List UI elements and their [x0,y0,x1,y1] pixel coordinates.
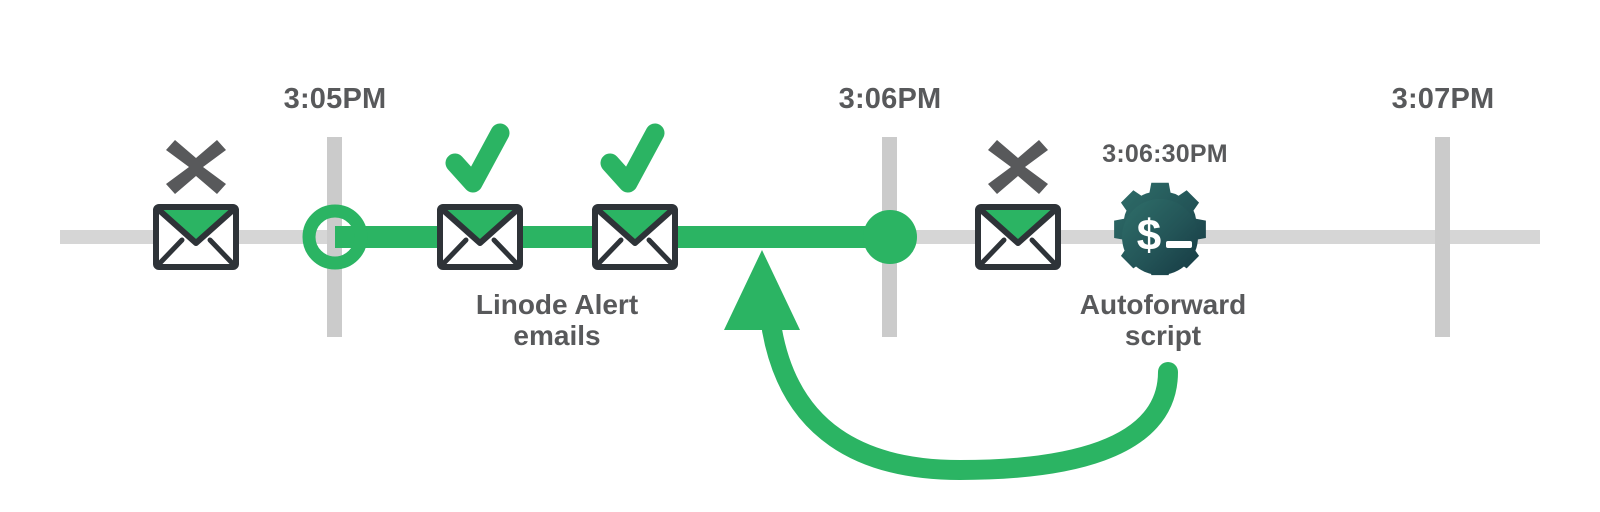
script-time-label: 3:06:30PM [1102,140,1228,168]
svg-text:$: $ [1137,211,1161,260]
feedback-arrow-icon [724,250,1178,481]
tick-label-307: 3:07PM [1391,83,1495,115]
tick-label-305: 3:05PM [283,83,387,115]
marker-ring-305[interactable] [302,204,368,270]
gear-terminal-icon[interactable]: $ [1114,182,1206,276]
marker-dot-306[interactable] [863,210,917,264]
tick-mark-305 [327,137,342,337]
tick-label-306: 3:06PM [838,83,942,115]
envelope-icon[interactable] [975,204,1061,270]
check-mark-icon [600,123,665,193]
tick-mark-307 [1435,137,1450,337]
x-mark-icon [166,140,226,194]
caption-autoforward-line2: script [1124,320,1202,351]
x-mark-icon [988,140,1048,194]
envelope-icon[interactable] [437,204,523,270]
caption-autoforward-line1: Autoforward [1079,289,1247,320]
check-mark-icon [445,123,510,193]
envelope-icon[interactable] [592,204,678,270]
caption-linode-alert-line2: emails [513,320,601,351]
envelope-icon[interactable] [153,204,239,270]
caption-linode-alert-line1: Linode Alert [475,289,639,320]
